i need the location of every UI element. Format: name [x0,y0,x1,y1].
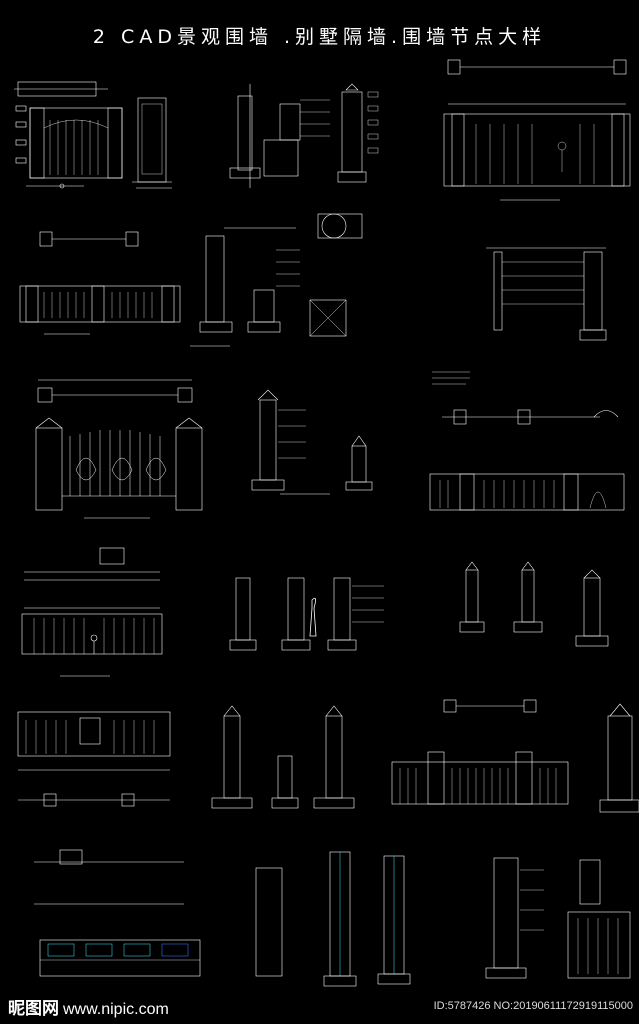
drawing-fence-elevation-2 [19,231,181,335]
drawing-long-fence-4 [21,547,163,677]
drawing-pillar-tall-5 [599,703,639,813]
drawing-gate-detail-6 [567,859,631,979]
drawing-cap-detail-2 [309,213,363,337]
drawing-pillar-section-1 [132,97,172,189]
page-title: 2 CAD景观围墙 .别墅隔墙.围墙节点大样 [92,26,547,48]
drawing-gate-section-2 [486,247,607,341]
drawing-fence-elevation-3b [429,371,625,511]
drawing-pillar-section-3 [251,389,330,495]
drawing-colored-fence-6 [34,849,201,977]
drawing-post-detail-3 [345,435,373,491]
drawing-fence-elevation-1 [14,81,123,189]
site-url: www.nipic.com [63,1001,169,1018]
image-id-text: ID:5787426 NO:20190611172919115000 [433,1000,633,1012]
drawing-wall-sections-6 [255,851,411,987]
drawing-pillar-section-6 [485,857,544,979]
drawing-pillar-sections-4 [229,577,384,651]
drawing-wall-detail-1 [229,84,330,188]
drawing-wall-elevation-5 [17,711,171,807]
site-logo-name: 昵图网 [8,999,59,1019]
drawing-iron-fence-5 [391,699,569,805]
drawing-iron-fence-elevation-3 [35,379,203,519]
drawing-pillar-elevation-tall-1 [337,83,379,183]
drawing-pillar-sections-5 [211,705,355,809]
drawing-gate-elevation-1 [443,59,631,201]
drawing-wall-section-2 [190,227,300,347]
drawing-lamp-pillars-4 [459,561,609,647]
